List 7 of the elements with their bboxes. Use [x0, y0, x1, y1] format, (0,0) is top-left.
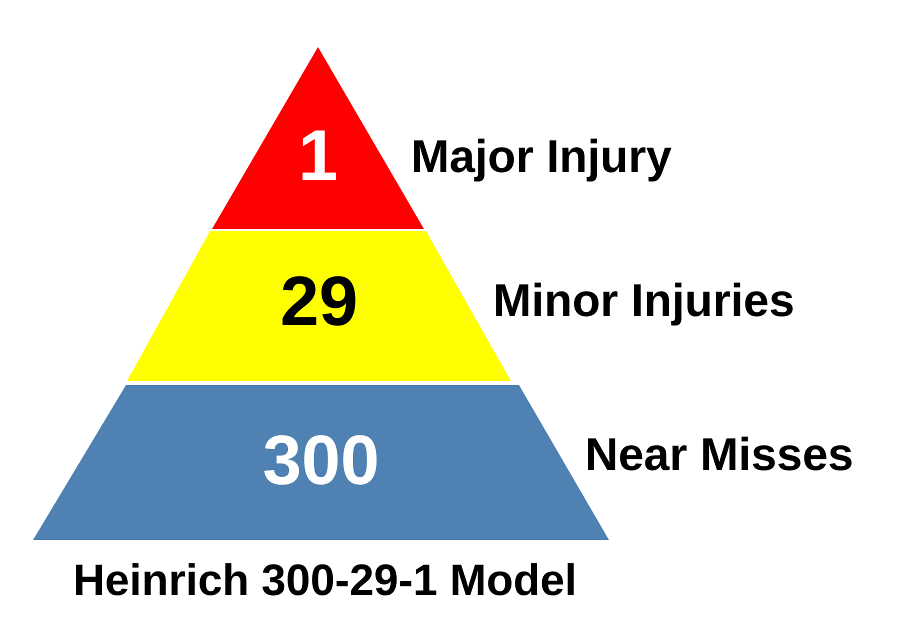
tier-label: Major Injury: [411, 133, 672, 179]
tier-count: 1: [298, 120, 338, 192]
tier-count: 300: [262, 425, 380, 495]
diagram-caption: Heinrich 300-29-1 Model: [73, 559, 577, 603]
tier-label: Near Misses: [585, 431, 854, 477]
tier-label: Minor Injuries: [493, 277, 795, 323]
tier-count: 29: [280, 266, 358, 336]
